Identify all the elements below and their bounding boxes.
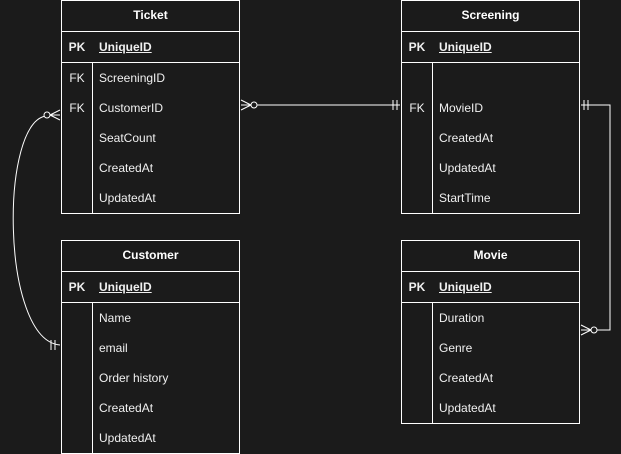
screening-title: Screening xyxy=(402,1,579,32)
screening-field-row[interactable]: FK MovieID xyxy=(402,93,579,123)
movie-table[interactable]: Movie PK UniqueID Duration Genre Created… xyxy=(401,240,580,424)
field-name: CreatedAt xyxy=(99,161,154,175)
field-name: SeatCount xyxy=(99,131,156,145)
fk-label: FK xyxy=(409,101,425,115)
field-name: Name xyxy=(99,311,132,325)
pk-field: UniqueID xyxy=(439,280,492,294)
screening-table[interactable]: Screening PK UniqueID FK MovieID CreatedA… xyxy=(401,0,580,214)
pk-label: PK xyxy=(68,40,86,54)
ticket-field-row[interactable]: FK CustomerID xyxy=(62,93,239,123)
pk-label: PK xyxy=(408,280,426,294)
fk-label: FK xyxy=(69,71,85,85)
customer-pk-row[interactable]: PK UniqueID xyxy=(62,272,239,303)
field-name: Order history xyxy=(99,371,169,385)
ticket-table[interactable]: Ticket PK UniqueID FK ScreeningID FK Custo… xyxy=(61,0,240,214)
field-name: CreatedAt xyxy=(439,131,494,145)
ticket-pk-row[interactable]: PK UniqueID xyxy=(62,32,239,63)
ticket-field-row[interactable]: FK ScreeningID xyxy=(62,63,239,93)
ticket-field-row[interactable]: CreatedAt xyxy=(62,153,239,183)
customer-field-row[interactable]: email xyxy=(62,333,239,363)
customer-field-row[interactable]: Name xyxy=(62,303,239,333)
ticket-field-row[interactable]: SeatCount xyxy=(62,123,239,153)
ticket-screening-connector xyxy=(240,99,400,111)
ticket-field-row[interactable]: UpdatedAt xyxy=(62,183,239,213)
pk-field: UniqueID xyxy=(439,40,492,54)
field-name: Duration xyxy=(439,311,485,325)
field-name: ScreeningID xyxy=(99,71,166,85)
movie-field-row[interactable]: CreatedAt xyxy=(402,363,579,393)
field-name: Genre xyxy=(439,341,473,355)
customer-field-row[interactable]: UpdatedAt xyxy=(62,423,239,453)
field-name: StartTime xyxy=(439,191,491,205)
pk-field: UniqueID xyxy=(99,40,152,54)
screening-movie-connector xyxy=(580,100,611,336)
movie-field-row[interactable]: Duration xyxy=(402,303,579,333)
movie-title: Movie xyxy=(402,241,579,272)
field-name: email xyxy=(99,341,128,355)
field-name: CreatedAt xyxy=(99,401,154,415)
screening-field-row[interactable] xyxy=(402,63,579,93)
field-name: UpdatedAt xyxy=(439,161,496,175)
customer-field-row[interactable]: Order history xyxy=(62,363,239,393)
customer-field-row[interactable]: CreatedAt xyxy=(62,393,239,423)
screening-field-row[interactable]: CreatedAt xyxy=(402,123,579,153)
field-name: UpdatedAt xyxy=(99,191,156,205)
ticket-title: Ticket xyxy=(62,1,239,32)
customer-title: Customer xyxy=(62,241,239,272)
movie-pk-row[interactable]: PK UniqueID xyxy=(402,272,579,303)
pk-field: UniqueID xyxy=(99,280,152,294)
movie-field-row[interactable]: Genre xyxy=(402,333,579,363)
pk-label: PK xyxy=(68,280,86,294)
screening-field-row[interactable]: UpdatedAt xyxy=(402,153,579,183)
field-name: CreatedAt xyxy=(439,371,494,385)
field-name: CustomerID xyxy=(99,101,164,115)
field-name: UpdatedAt xyxy=(439,401,496,415)
pk-label: PK xyxy=(408,40,426,54)
movie-field-row[interactable]: UpdatedAt xyxy=(402,393,579,423)
fk-label: FK xyxy=(69,101,85,115)
field-name: UpdatedAt xyxy=(99,431,156,445)
screening-pk-row[interactable]: PK UniqueID xyxy=(402,32,579,63)
field-name: MovieID xyxy=(439,101,484,115)
ticket-customer-connector xyxy=(12,109,61,350)
customer-table[interactable]: Customer PK UniqueID Name email Order hi… xyxy=(61,240,240,454)
screening-field-row[interactable]: StartTime xyxy=(402,183,579,213)
